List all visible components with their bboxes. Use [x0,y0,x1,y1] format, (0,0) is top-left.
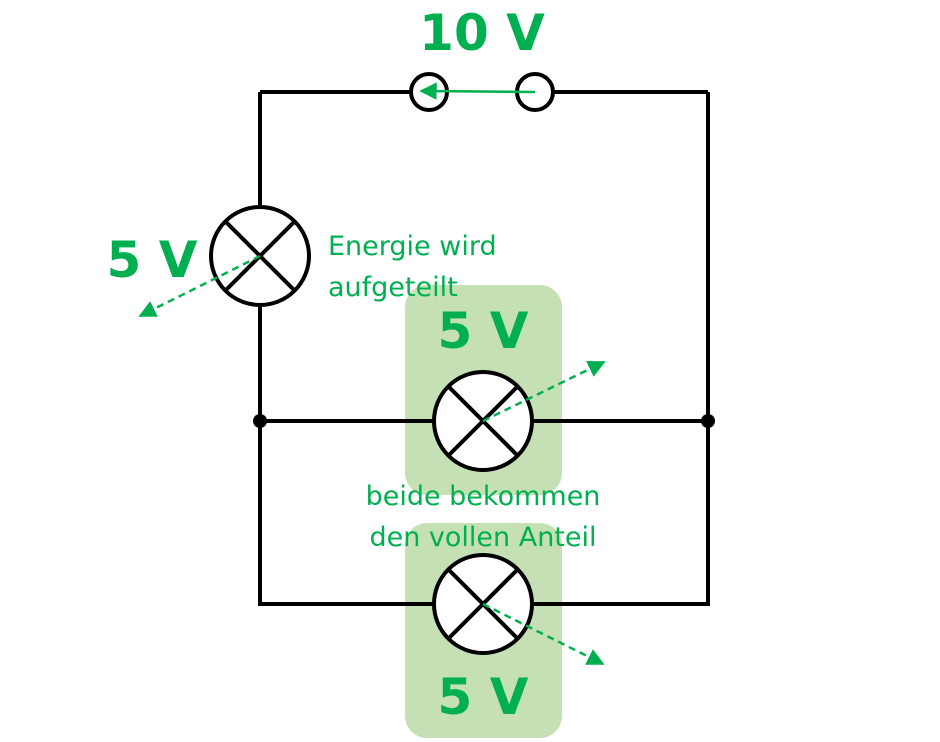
dashed-arrow-icon [419,82,536,100]
junction-dot-icon [253,414,267,428]
lamp-middle [432,360,606,472]
lamp-top-note-line2: aufgeteilt [328,272,458,303]
parallel-note-line2: den vollen Anteil [369,522,596,553]
dashed-arrow-icon [138,254,261,318]
parallel-note-line1: beide bekommen [366,481,601,512]
dashed-arrow-icon [482,360,606,423]
lamp-bottom-voltage-label: 5 V [438,668,529,726]
source-voltage-label: 10 V [419,4,545,62]
voltage-source [409,72,555,112]
dashed-arrow-icon [482,602,605,666]
lamp-middle-voltage-label: 5 V [438,302,529,360]
lamp-top-note-line1: Energie wird [328,231,497,262]
lamp-bottom [432,553,605,666]
junction-dot-icon [701,414,715,428]
lamp-top [138,205,311,318]
circuit-wires [258,90,710,606]
lamp-top-voltage-label: 5 V [107,231,198,289]
